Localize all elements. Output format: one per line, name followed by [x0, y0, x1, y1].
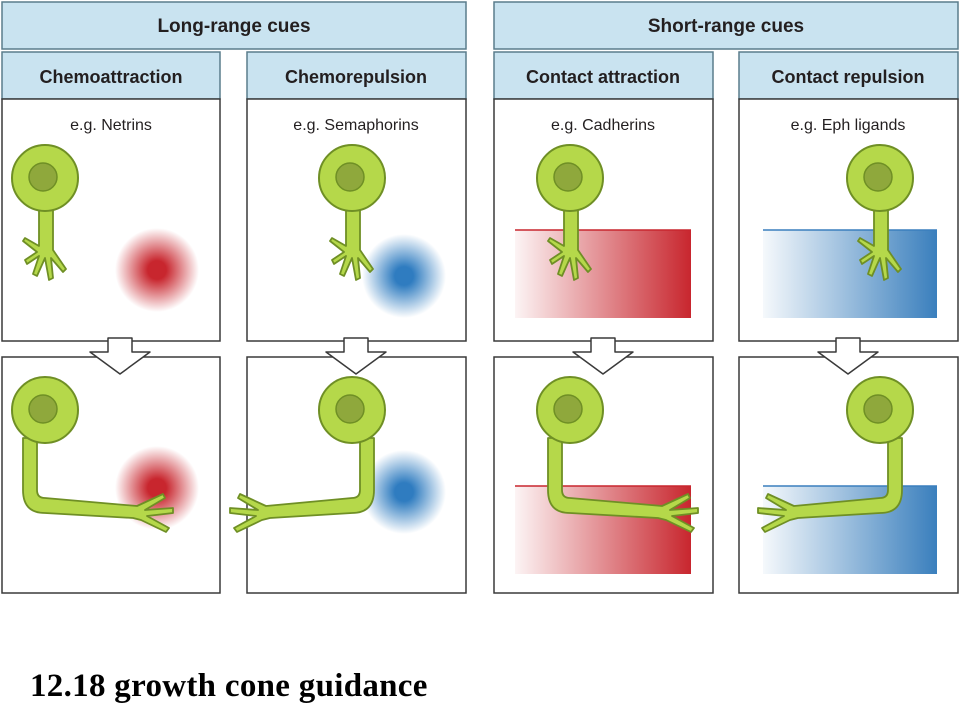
panel-title-contact-attraction: Contact attraction [493, 51, 714, 100]
contact-repulsion-after-panel [738, 356, 959, 594]
long-range-header: Long-range cues [1, 1, 467, 50]
netrin-gradient-source [115, 228, 199, 312]
semaphorin-gradient-source [362, 234, 446, 318]
contact-repulsion-example: e.g. Eph ligands [791, 117, 906, 134]
chemorepulsion-example: e.g. Semaphorins [293, 117, 418, 134]
long-range-label: Long-range cues [157, 16, 310, 37]
eph-ligand-substrate [763, 486, 937, 574]
chemoattraction-before-panel: e.g. Netrins [1, 98, 221, 342]
figure-caption: 12.18 growth cone guidance [30, 668, 428, 704]
contact-attraction-after-panel [493, 356, 714, 594]
panel-title-chemorepulsion: Chemorepulsion [246, 51, 467, 100]
contact-attraction-before-panel: e.g. Cadherins [493, 98, 714, 342]
chemorepulsion-before-panel: e.g. Semaphorins [246, 98, 467, 342]
panel-title-chemoattraction: Chemoattraction [1, 51, 221, 100]
chemoattraction-title: Chemoattraction [39, 67, 182, 87]
contact-repulsion-title: Contact repulsion [771, 67, 924, 87]
chemoattraction-example: e.g. Netrins [70, 117, 152, 134]
cadherin-substrate [515, 486, 691, 574]
panel-title-contact-repulsion: Contact repulsion [738, 51, 959, 100]
semaphorin-gradient-source [362, 450, 446, 534]
contact-attraction-example: e.g. Cadherins [551, 117, 655, 134]
cadherin-substrate [515, 230, 691, 318]
chemoattraction-after-panel [1, 356, 221, 594]
short-range-header: Short-range cues [493, 1, 959, 50]
chemorepulsion-after-panel [229, 356, 467, 594]
eph-ligand-substrate [763, 230, 937, 318]
contact-attraction-title: Contact attraction [526, 67, 680, 87]
contact-repulsion-before-panel: e.g. Eph ligands [738, 98, 959, 342]
short-range-label: Short-range cues [648, 16, 804, 37]
chemorepulsion-title: Chemorepulsion [285, 67, 427, 87]
